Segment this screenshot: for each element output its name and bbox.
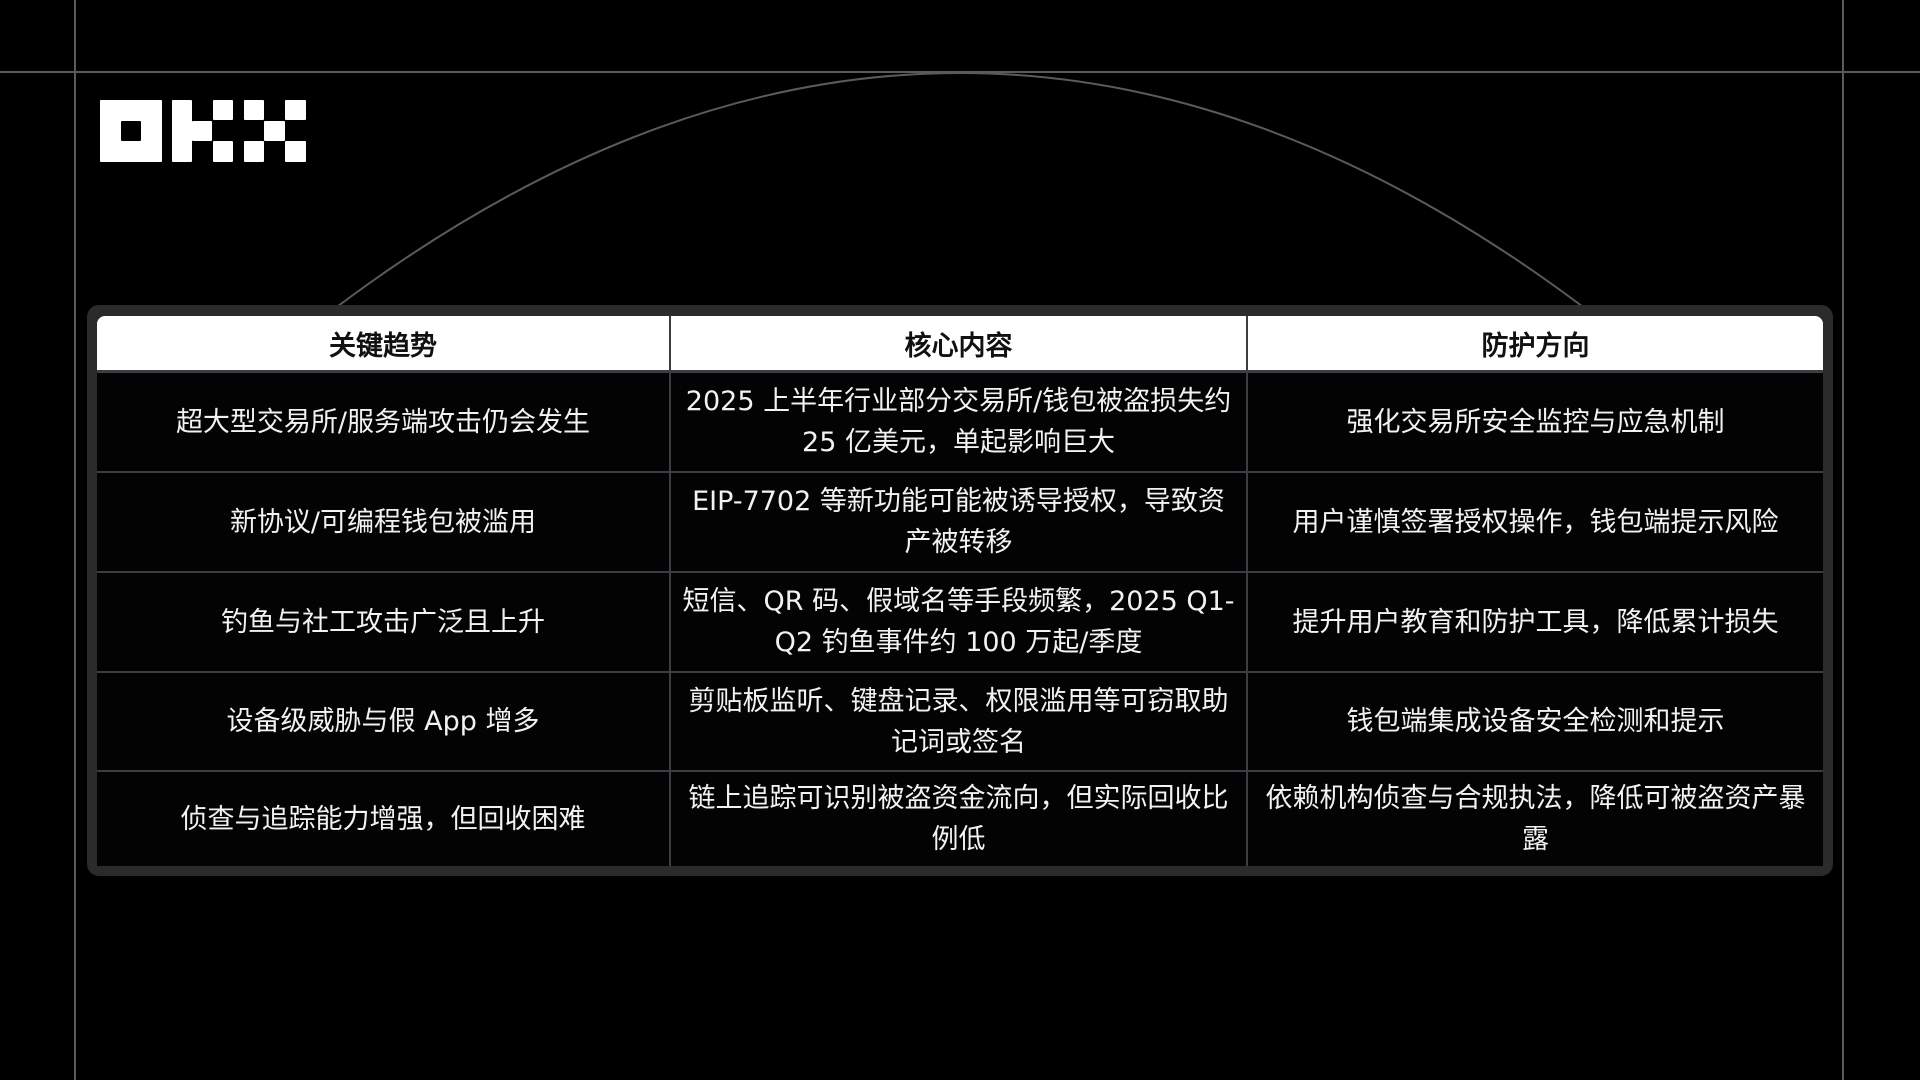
- cell-protection: 用户谨慎签署授权操作，钱包端提示风险: [1247, 471, 1823, 572]
- column-header-key-trend: 关键趋势: [97, 316, 671, 373]
- cell-trend: 侦查与追踪能力增强，但回收困难: [97, 770, 671, 866]
- guide-line-vertical-right: [1842, 0, 1844, 1080]
- cell-trend: 钓鱼与社工攻击广泛且上升: [97, 571, 671, 672]
- cell-protection: 依赖机构侦查与合规执法，降低可被盗资产暴露: [1247, 770, 1823, 866]
- cell-protection: 钱包端集成设备安全检测和提示: [1247, 671, 1823, 771]
- cell-content: EIP-7702 等新功能可能被诱导授权，导致资产被转移: [670, 471, 1248, 572]
- cell-trend: 超大型交易所/服务端攻击仍会发生: [97, 370, 671, 472]
- column-header-protection-direction: 防护方向: [1247, 316, 1823, 373]
- cell-trend: 设备级威胁与假 App 增多: [97, 671, 671, 771]
- table-row: 设备级威胁与假 App 增多 剪贴板监听、键盘记录、权限滥用等可窃取助记词或签名…: [97, 671, 1823, 771]
- column-header-core-content: 核心内容: [670, 316, 1248, 373]
- table-row: 钓鱼与社工攻击广泛且上升 短信、QR 码、假域名等手段频繁，2025 Q1-Q2…: [97, 571, 1823, 672]
- okx-logo-icon: [100, 100, 306, 162]
- cell-content: 剪贴板监听、键盘记录、权限滥用等可窃取助记词或签名: [670, 671, 1248, 771]
- table-row: 超大型交易所/服务端攻击仍会发生 2025 上半年行业部分交易所/钱包被盗损失约…: [97, 370, 1823, 472]
- cell-content: 短信、QR 码、假域名等手段频繁，2025 Q1-Q2 钓鱼事件约 100 万起…: [670, 571, 1248, 672]
- table-row: 新协议/可编程钱包被滥用 EIP-7702 等新功能可能被诱导授权，导致资产被转…: [97, 471, 1823, 572]
- cell-content: 2025 上半年行业部分交易所/钱包被盗损失约 25 亿美元，单起影响巨大: [670, 370, 1248, 472]
- guide-line-horizontal-top: [0, 71, 1920, 73]
- guide-line-vertical-left: [74, 0, 76, 1080]
- cell-protection: 强化交易所安全监控与应急机制: [1247, 370, 1823, 472]
- cell-protection: 提升用户教育和防护工具，降低累计损失: [1247, 571, 1823, 672]
- table-header-row: 关键趋势 核心内容 防护方向: [97, 316, 1823, 373]
- cell-trend: 新协议/可编程钱包被滥用: [97, 471, 671, 572]
- security-trends-table: 关键趋势 核心内容 防护方向 超大型交易所/服务端攻击仍会发生 2025 上半年…: [97, 316, 1823, 866]
- table-row: 侦查与追踪能力增强，但回收困难 链上追踪可识别被盗资金流向，但实际回收比例低 依…: [97, 770, 1823, 866]
- cell-content: 链上追踪可识别被盗资金流向，但实际回收比例低: [670, 770, 1248, 866]
